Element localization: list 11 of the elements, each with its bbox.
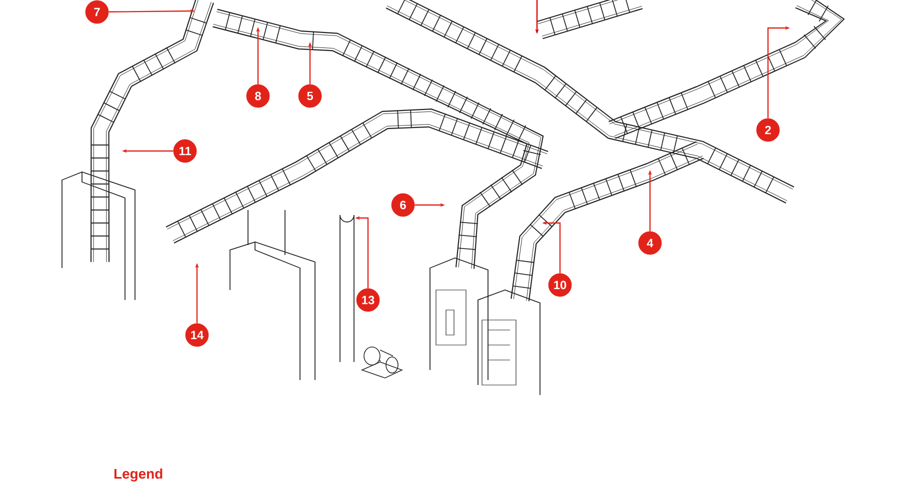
callout-number: 10: [548, 273, 572, 297]
callout-number: 5: [298, 84, 322, 108]
callout-number: 8: [246, 84, 270, 108]
callout-number: 4: [638, 231, 662, 255]
callout-number: 13: [356, 288, 380, 312]
legend-heading: Legend: [114, 468, 162, 482]
callout-number: 7: [85, 0, 109, 24]
callout-number: 14: [185, 323, 209, 347]
callout-number: 6: [391, 193, 415, 217]
callout-number: 2: [756, 118, 780, 142]
callout-number: 11: [173, 139, 197, 163]
